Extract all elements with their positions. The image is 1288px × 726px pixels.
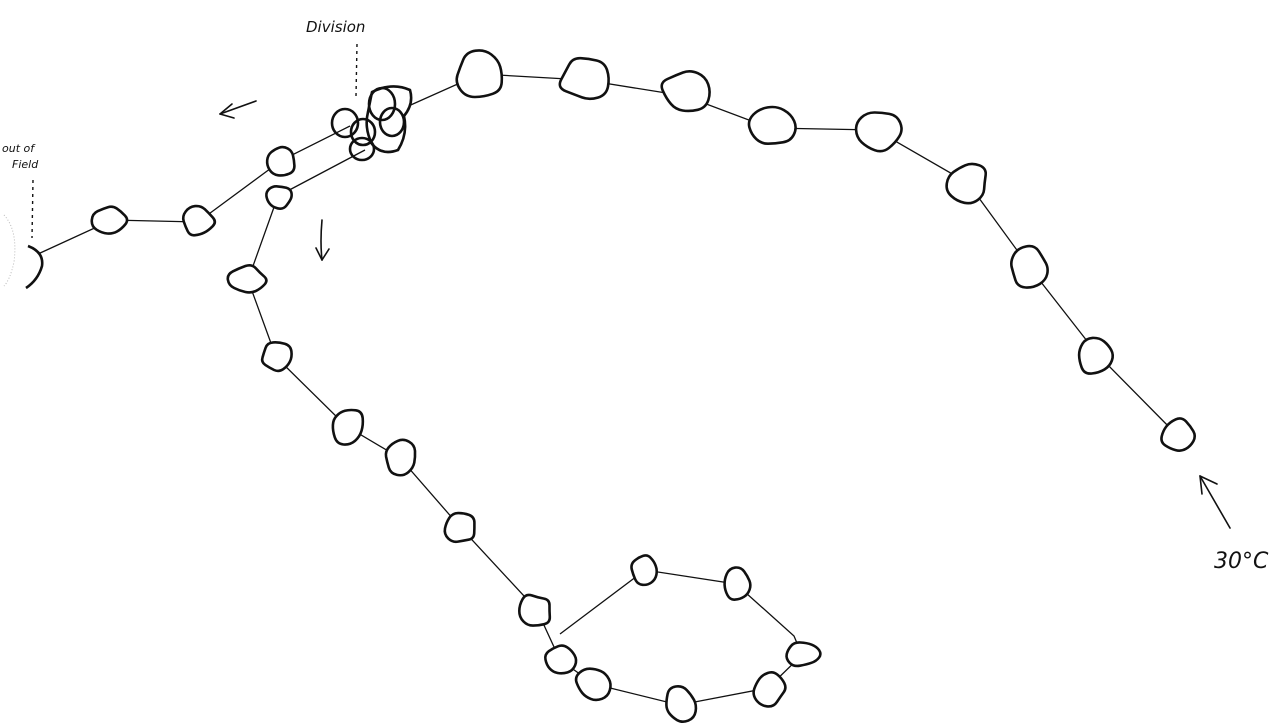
- cell-outline: [457, 50, 502, 97]
- arrow-up-left-icon: [1200, 476, 1230, 528]
- cell-outline: [725, 568, 751, 600]
- division-dashed-pointer: [356, 44, 357, 96]
- out-of-field-dashed-pointer: [32, 180, 33, 238]
- cell-outlines: [92, 50, 1195, 721]
- cell-outline: [266, 186, 291, 208]
- cell-outline: [92, 207, 127, 234]
- arrow-down-icon: [316, 220, 329, 260]
- cell-outline: [1079, 338, 1113, 374]
- cell-outline: [262, 342, 291, 371]
- cell-outline: [1161, 418, 1194, 450]
- out-of-field-blur: [4, 215, 15, 286]
- cell-outline: [386, 440, 415, 475]
- cell-outline: [519, 595, 550, 626]
- cell-outline: [1011, 246, 1047, 287]
- cell-outline: [662, 71, 710, 111]
- cell-outline: [856, 112, 901, 151]
- cell-outline: [631, 555, 656, 584]
- cell-outline: [666, 686, 696, 721]
- out-of-field-label-line2: Field: [12, 158, 39, 171]
- out-of-field-label-line1: out of: [2, 142, 36, 155]
- cell-tracks: [38, 74, 1178, 705]
- cell-outline: [754, 672, 786, 706]
- arrow-left-icon: [220, 101, 256, 118]
- cell-outline: [333, 410, 363, 445]
- cell-outline: [228, 265, 267, 292]
- division-label: Division: [306, 18, 365, 36]
- cell-outline: [267, 147, 294, 175]
- cell-outline: [545, 646, 576, 674]
- cell-outline: [445, 513, 475, 542]
- cell-outline: [947, 164, 986, 203]
- cell-outline: [560, 58, 609, 99]
- cell-outline: [787, 642, 821, 666]
- cell-outline: [576, 669, 610, 700]
- cell-outline: [749, 107, 796, 144]
- division-cluster: [332, 86, 411, 160]
- out-of-field-cell: [26, 246, 42, 288]
- temperature-label: 30°C: [1214, 549, 1269, 574]
- cell-outline: [183, 206, 215, 235]
